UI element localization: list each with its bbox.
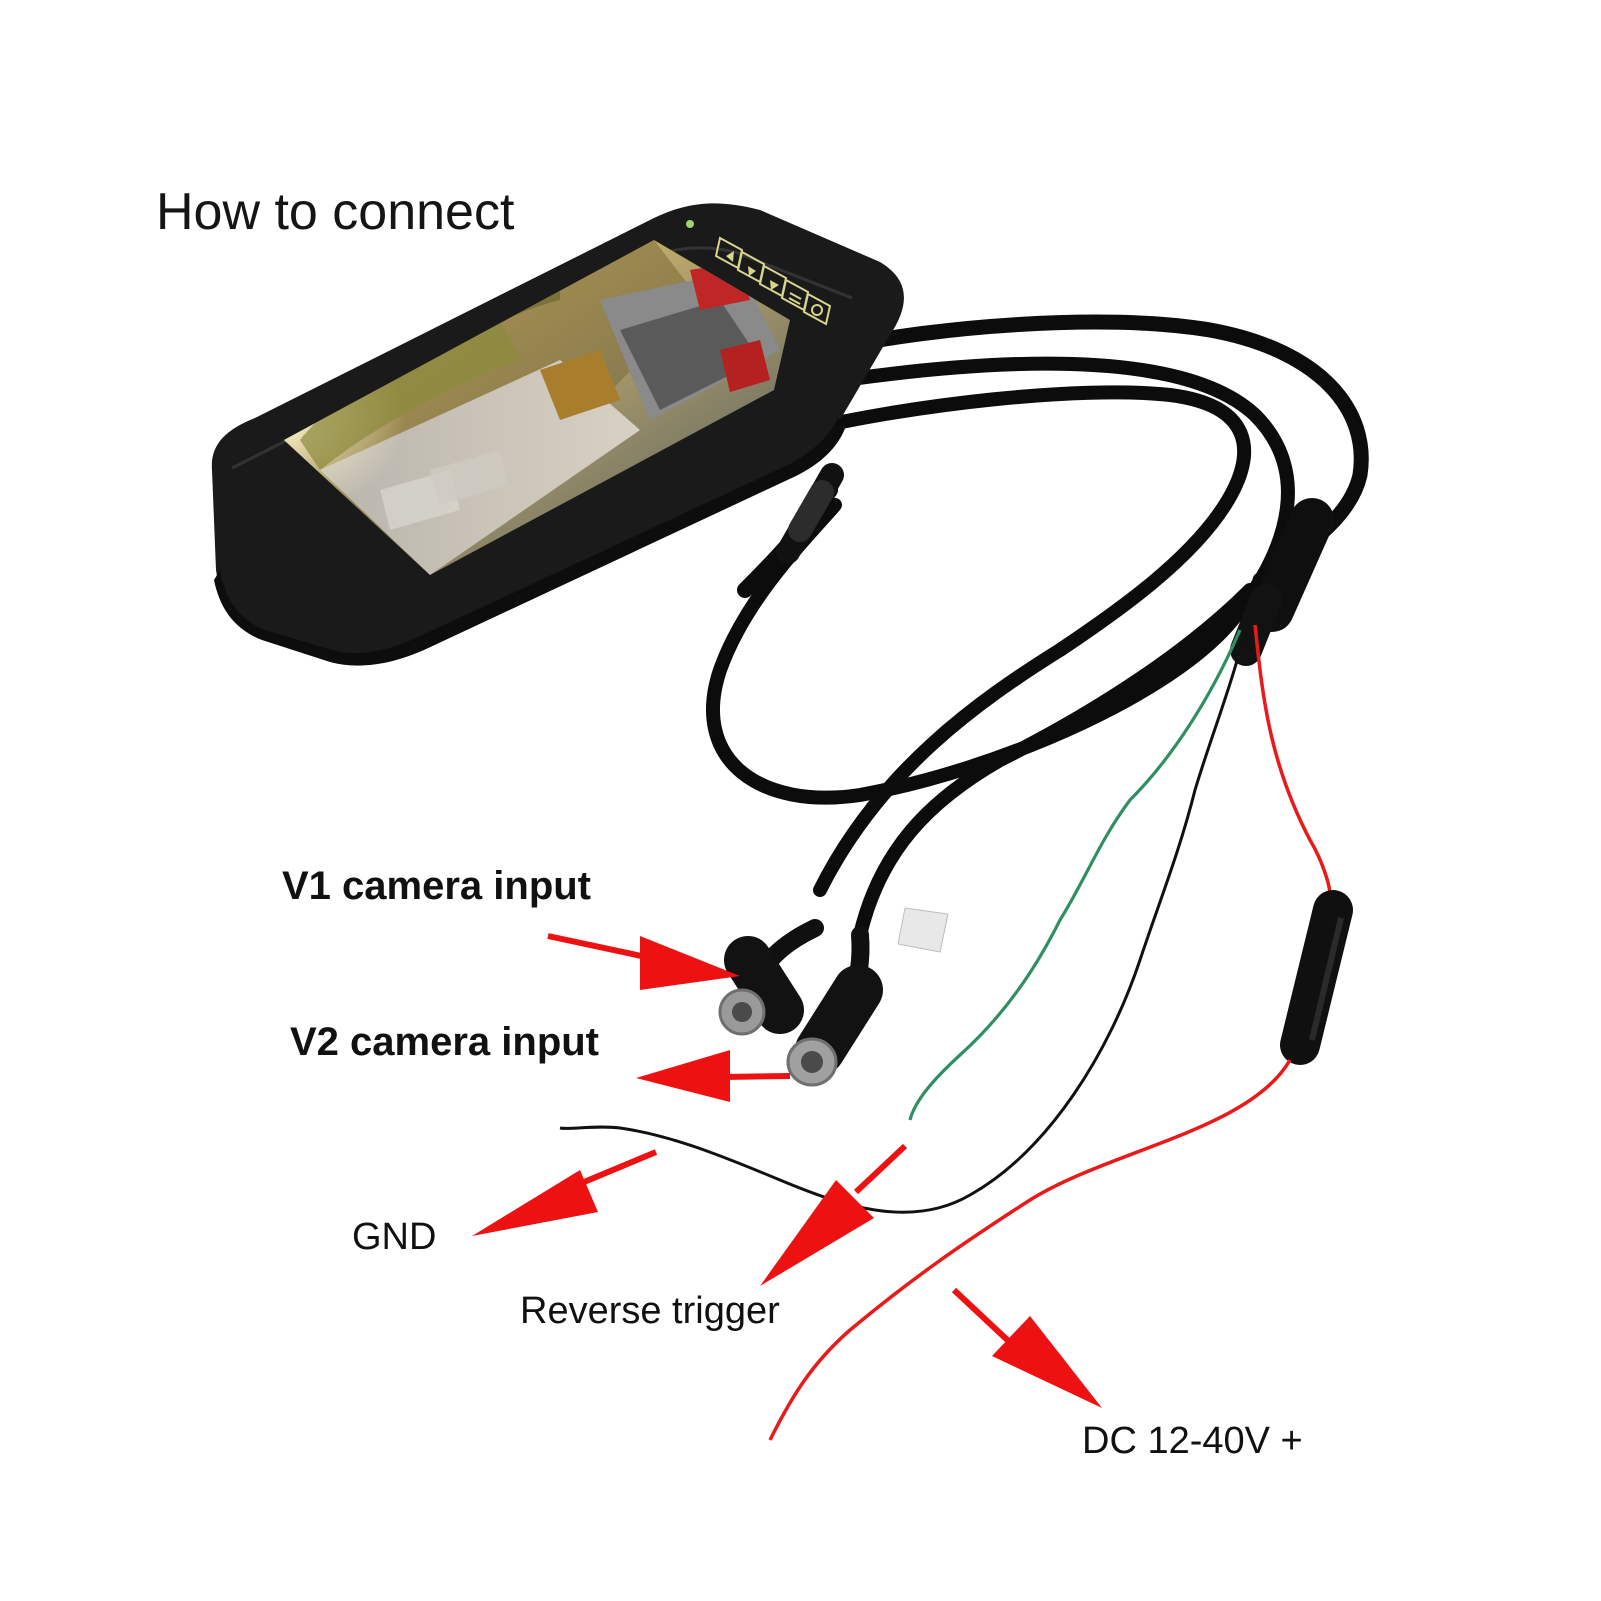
reverse-trigger-label: Reverse trigger [520,1290,780,1332]
arrow-gnd [472,1149,658,1236]
red-power-wire-lead [768,1059,1292,1441]
cable-main [840,314,1369,588]
cable-tag [897,907,949,953]
power-icon[interactable] [802,292,832,326]
dc-power-label: DC 12-40V + [1082,1420,1303,1462]
v1-camera-input-label: V1 camera input [282,864,592,908]
arrow-v2 [636,1050,791,1102]
v2-camera-input-label: V2 camera input [290,1020,600,1064]
arrow-reverse [760,1143,908,1286]
arrow-v1 [547,933,740,990]
inline-fuse [1280,890,1353,1065]
v2-connector [786,926,883,1087]
arrow-dc [951,1287,1102,1408]
control-buttons [714,236,832,326]
inline-connector [776,463,844,564]
green-trigger-wire [908,629,1242,1121]
red-power-wire [1253,624,1332,896]
black-gnd-wire [559,631,1247,1214]
cable-to-v2 [853,583,1257,942]
diagram-title: How to connect [156,183,515,241]
cable-loop-outer [706,356,1295,805]
gnd-label: GND [352,1216,437,1258]
power-led [686,220,694,228]
v1-connector [718,919,824,1036]
cable-loop-inner [798,385,1252,897]
